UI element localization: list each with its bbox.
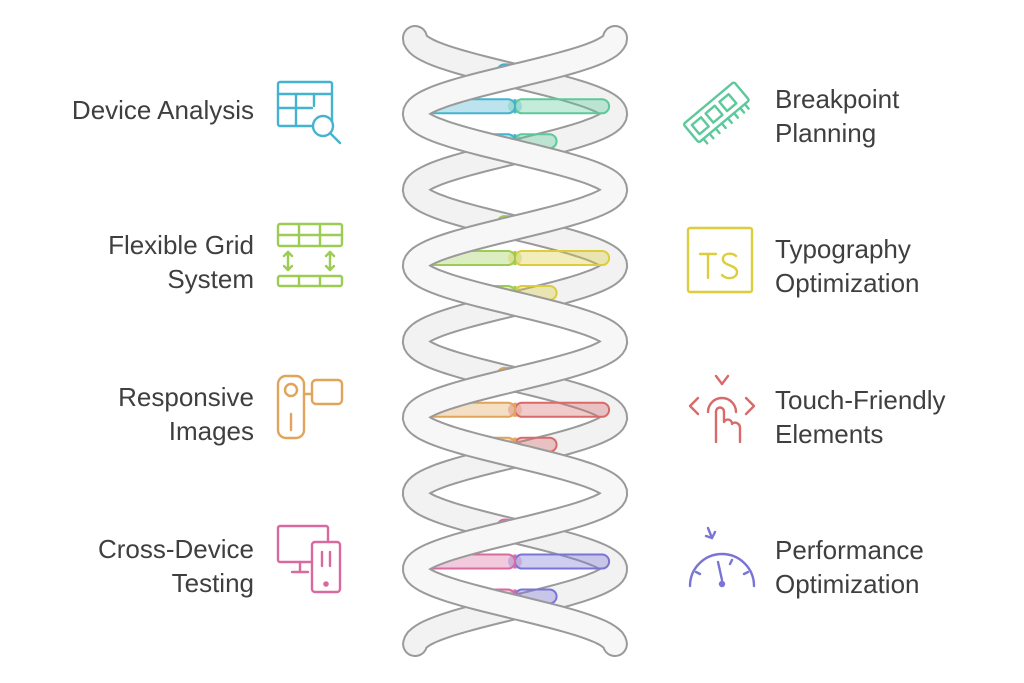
strand-fill bbox=[403, 27, 627, 655]
label-device-analysis: Device Analysis bbox=[72, 93, 254, 127]
strand-fill bbox=[403, 27, 627, 655]
label-touch-friendly-elements: Touch-Friendly Elements bbox=[775, 383, 946, 451]
label-typography-optimization: Typography Optimization bbox=[775, 232, 920, 300]
label-responsive-images: Responsive Images bbox=[118, 380, 254, 448]
label-line: Images bbox=[168, 416, 254, 446]
label-line: Flexible Grid bbox=[108, 230, 254, 260]
speedometer-icon bbox=[688, 526, 756, 588]
table-search-icon bbox=[276, 80, 342, 145]
typescript-icon bbox=[686, 226, 754, 294]
desktop-mobile-icon bbox=[276, 524, 342, 594]
label-breakpoint-planning: Breakpoint Planning bbox=[775, 82, 899, 150]
video-camera-icon bbox=[276, 374, 344, 440]
helix-back-strand bbox=[401, 25, 629, 657]
helix-front-strand bbox=[401, 25, 629, 657]
label-line: Touch-Friendly bbox=[775, 385, 946, 415]
label-performance-optimization: Performance Optimization bbox=[775, 533, 924, 601]
label-line: Cross-Device bbox=[97, 534, 254, 564]
touch-tap-icon bbox=[688, 374, 756, 444]
label-line: Performance bbox=[775, 535, 924, 565]
label-line: Breakpoint bbox=[775, 84, 900, 114]
label-line: Testing bbox=[171, 568, 254, 598]
label-line: Device Analysis bbox=[71, 95, 254, 125]
label-line: Planning bbox=[775, 118, 877, 148]
label-line: Elements bbox=[775, 419, 884, 449]
memory-chip-icon bbox=[682, 81, 750, 145]
label-flexible-grid-system: Flexible Grid System bbox=[108, 228, 254, 296]
label-line: Typography bbox=[775, 234, 911, 264]
label-cross-device-testing: Cross-Device Testing bbox=[98, 532, 254, 600]
label-line: Responsive bbox=[118, 382, 254, 412]
label-line: System bbox=[167, 264, 254, 294]
label-line: Optimization bbox=[775, 268, 920, 298]
label-line: Optimization bbox=[775, 569, 920, 599]
grid-layout-icon bbox=[276, 222, 344, 288]
